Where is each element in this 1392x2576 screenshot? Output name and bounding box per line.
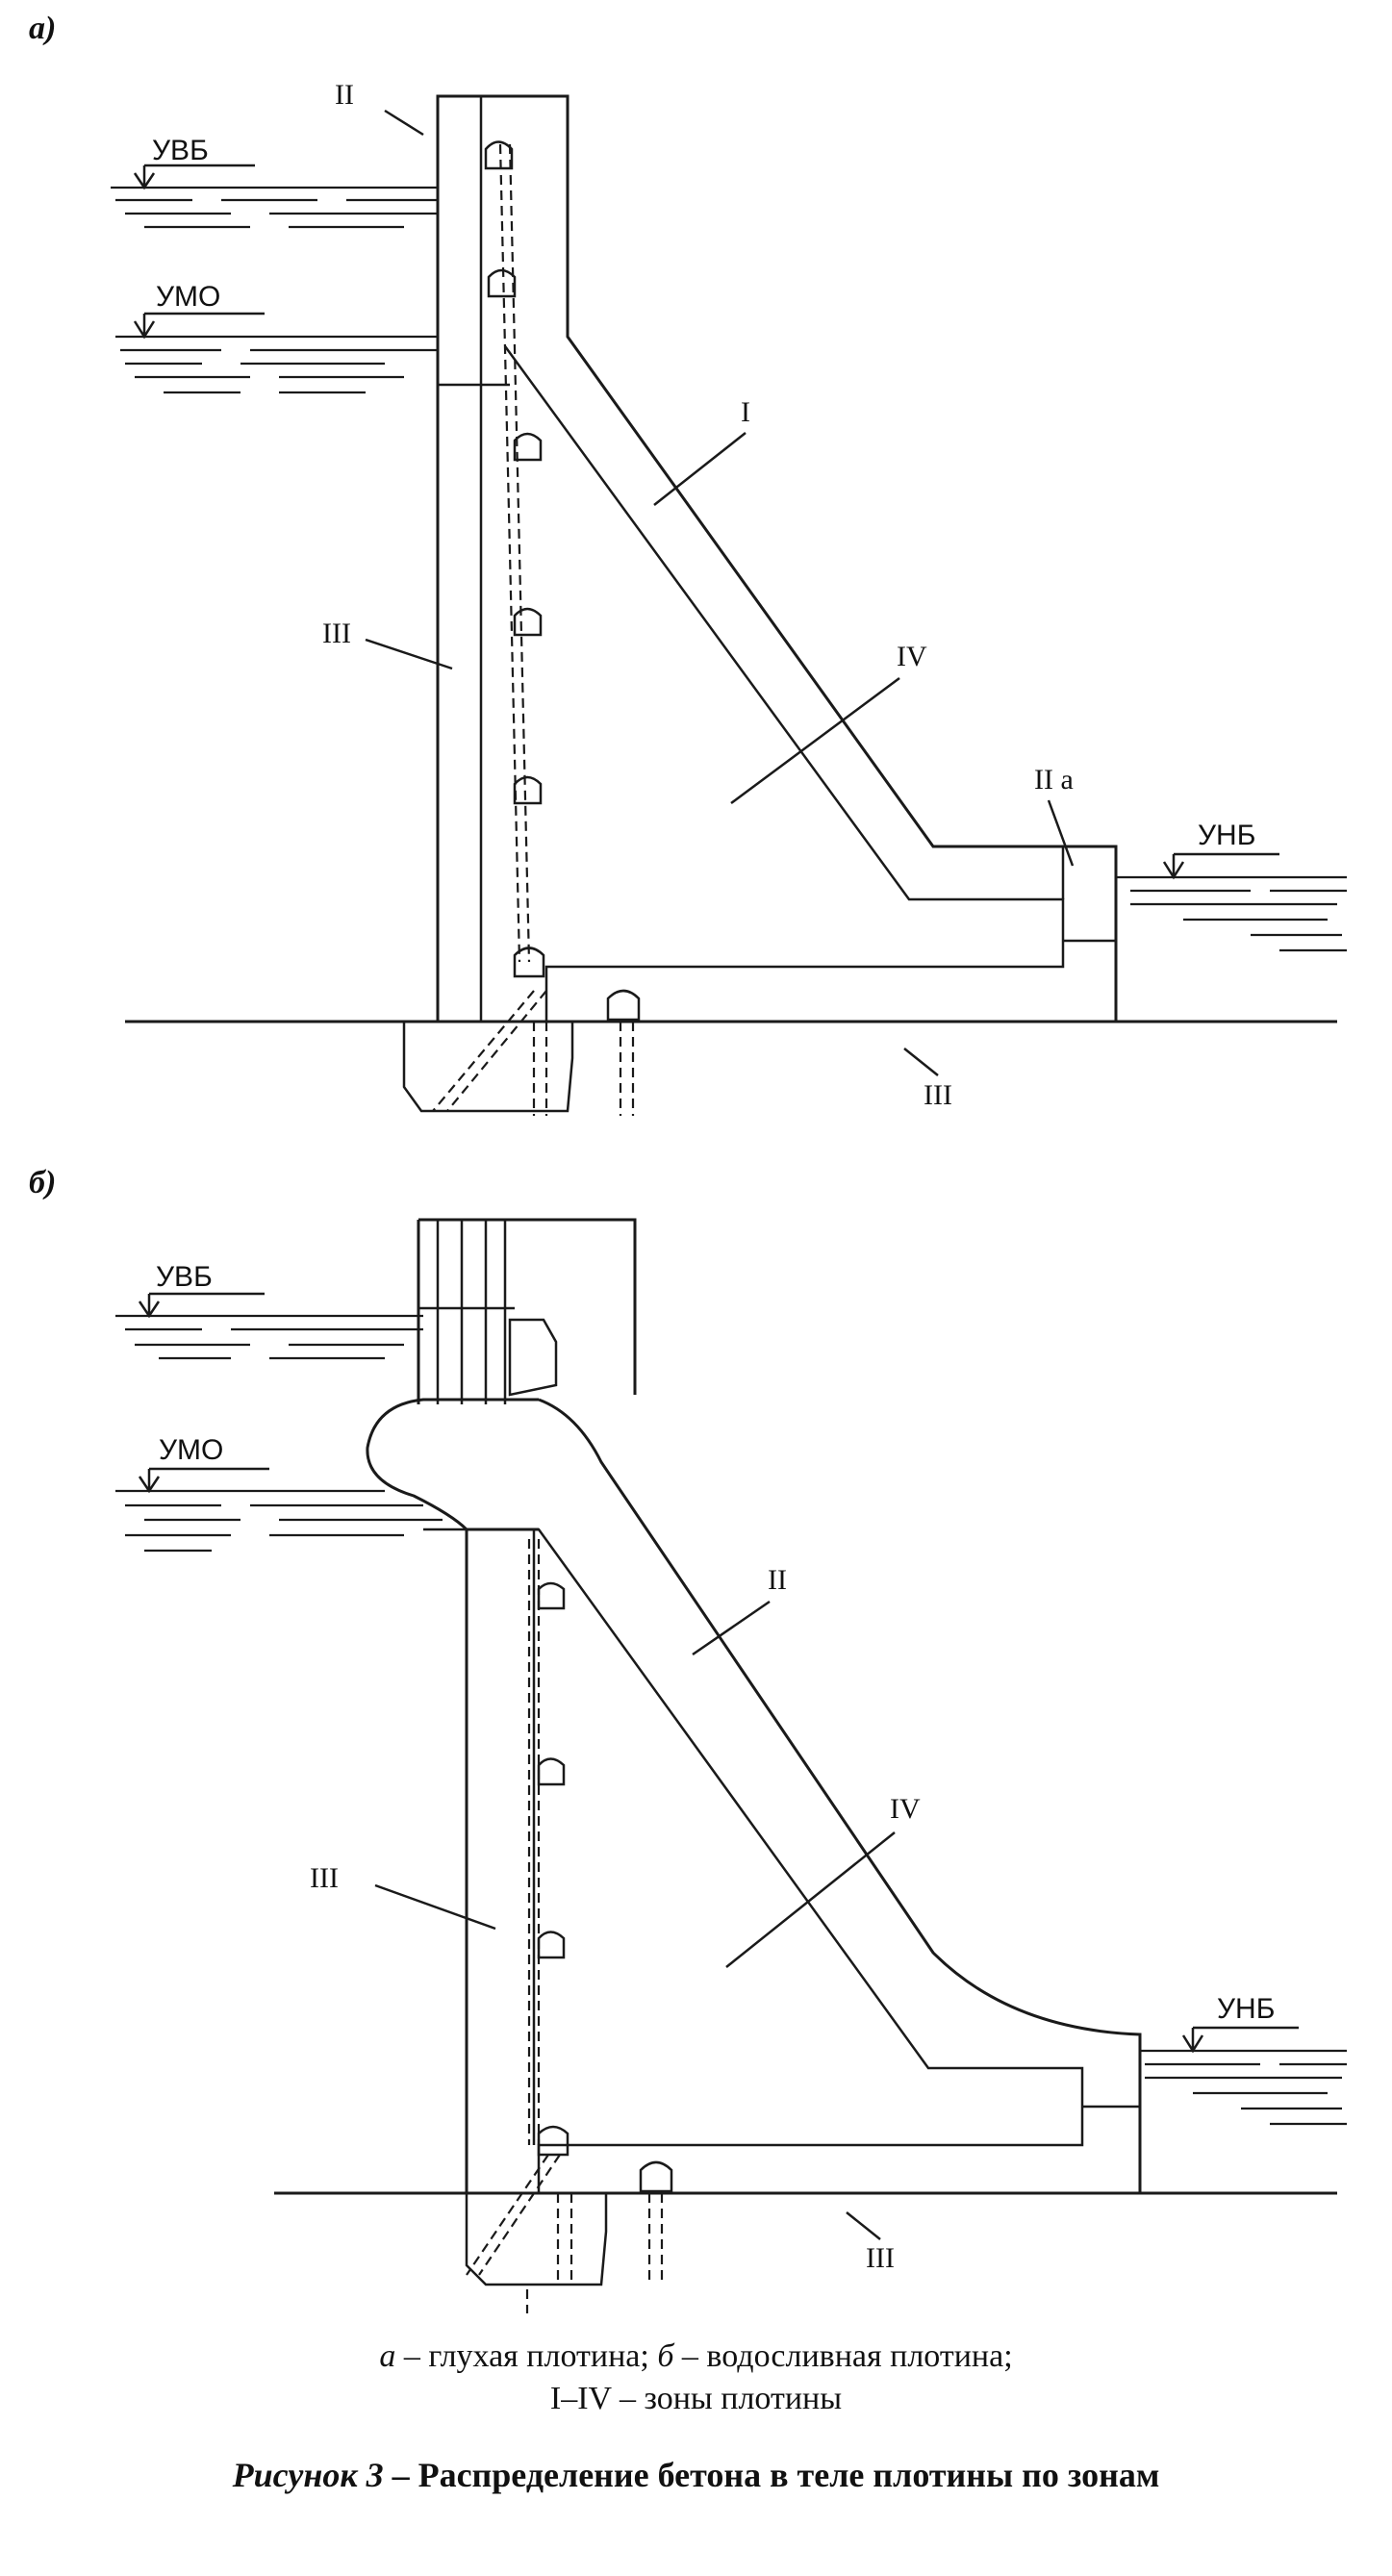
zone-label-iii-bottom-a: III (924, 1079, 952, 1111)
svg-text:УВБ: УВБ (152, 135, 209, 166)
galleries-b (537, 1581, 673, 2193)
zone-label-iv-b: IV (890, 1793, 921, 1825)
level-marker-uvb-a: УВБ (133, 135, 255, 190)
svg-text:УНБ: УНБ (1217, 1993, 1275, 2025)
upstream-water-b (115, 1314, 443, 1553)
dam-concrete-zones-figure: а) УВБ УМО (29, 11, 1347, 2313)
figure-title: Рисунок 3 – Распределение бетона в теле … (232, 2456, 1160, 2494)
galleries-a (484, 140, 641, 1022)
svg-text:УВБ: УВБ (156, 1261, 213, 1293)
panel-a-letter: а) (29, 11, 56, 46)
downstream-water-a (1116, 875, 1347, 952)
level-marker-umo-b: УМО (138, 1434, 269, 1494)
panel-b-letter: б) (29, 1165, 56, 1200)
zone-label-iii-bottom-b: III (866, 2242, 895, 2274)
zone-label-iii-b: III (310, 1862, 339, 1894)
svg-text:УМО: УМО (159, 1434, 223, 1466)
dam-outline-a (436, 94, 1118, 1022)
level-marker-umo-a: УМО (133, 281, 265, 340)
dam-outline-b (538, 1398, 1142, 2193)
zone-label-iia-a: II а (1034, 764, 1074, 796)
zone-label-iv-a: IV (897, 641, 927, 672)
level-marker-unb-a: УНБ (1162, 820, 1279, 880)
zone-label-ii-a: II (335, 79, 354, 111)
legend-line-1: а – глухая плотина; б – водосливная плот… (379, 2338, 1013, 2374)
upstream-water-a (111, 186, 438, 394)
svg-text:УМО: УМО (156, 281, 220, 313)
zone-label-ii-b: II (768, 1564, 787, 1596)
figure-legend: а – глухая плотина; б – водосливная плот… (0, 2336, 1392, 2420)
zone-label-iii-a: III (322, 618, 351, 649)
panel-a: а) УВБ УМО (29, 11, 1347, 1116)
level-marker-unb-b: УНБ (1181, 1993, 1299, 2054)
panel-b: б) УВБ УМО (29, 1165, 1347, 2313)
zone-label-i-a: I (741, 396, 750, 428)
level-marker-uvb-b: УВБ (138, 1261, 265, 1319)
svg-text:УНБ: УНБ (1198, 820, 1255, 851)
spillway-crest-b (366, 1398, 539, 1531)
legend-line-2: I–IV – зоны плотины (549, 2381, 843, 2416)
downstream-water-b (1140, 2049, 1347, 2126)
